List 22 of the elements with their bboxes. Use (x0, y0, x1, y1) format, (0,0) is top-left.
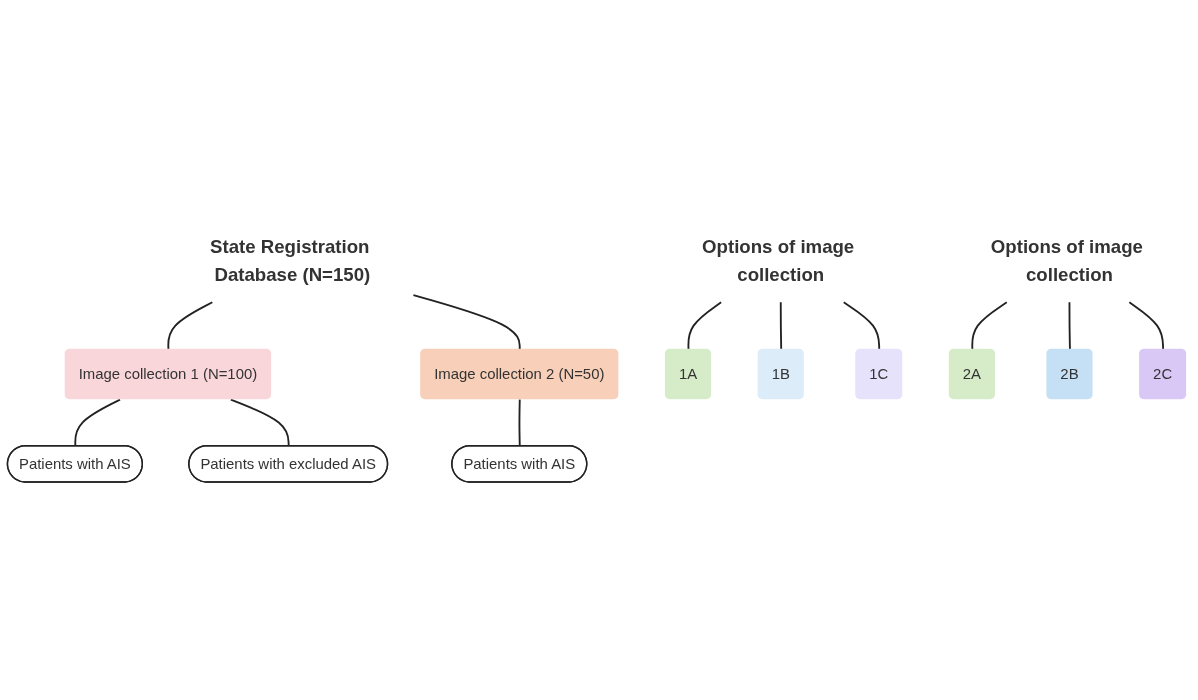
connector (842, 301, 881, 350)
node-box: Image collection 1 (N=100) (64, 348, 272, 399)
connector (412, 294, 521, 350)
node-box: 1B (757, 348, 804, 399)
connector (971, 301, 1008, 350)
node-box: 2A (948, 348, 995, 399)
node-text: State Registration Database (N=150) (210, 235, 371, 285)
connector (518, 398, 521, 447)
connector (167, 301, 214, 350)
connector (1068, 301, 1071, 350)
node-text: Options of image collection (702, 235, 855, 285)
node-box: Image collection 2 (N=50) (420, 348, 619, 399)
node-box: 2C (1139, 348, 1187, 399)
node-text: Options of image collection (990, 235, 1143, 285)
node-box: 2B (1046, 348, 1093, 399)
connector (687, 301, 723, 350)
connector (1128, 301, 1164, 350)
node-box: 1A (664, 348, 712, 399)
connector (74, 398, 121, 447)
connector (779, 301, 783, 350)
connector (229, 398, 290, 447)
node-box: 1C (855, 348, 903, 399)
